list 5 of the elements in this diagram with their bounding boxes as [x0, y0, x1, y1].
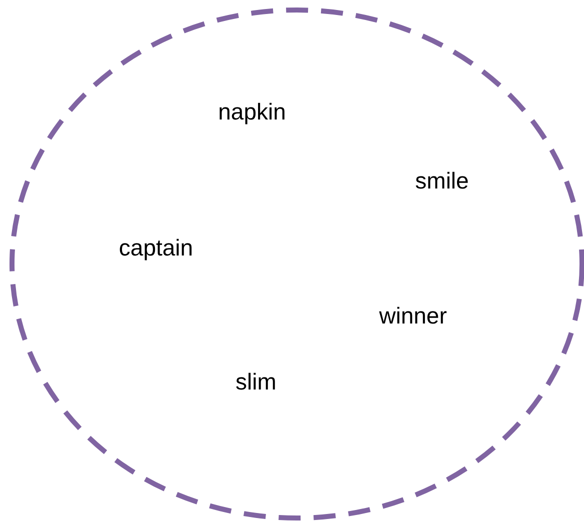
word: slim — [236, 369, 276, 395]
word: winner — [379, 303, 447, 329]
word: napkin — [218, 99, 286, 125]
word: captain — [118, 235, 194, 261]
word: smile — [415, 168, 469, 194]
